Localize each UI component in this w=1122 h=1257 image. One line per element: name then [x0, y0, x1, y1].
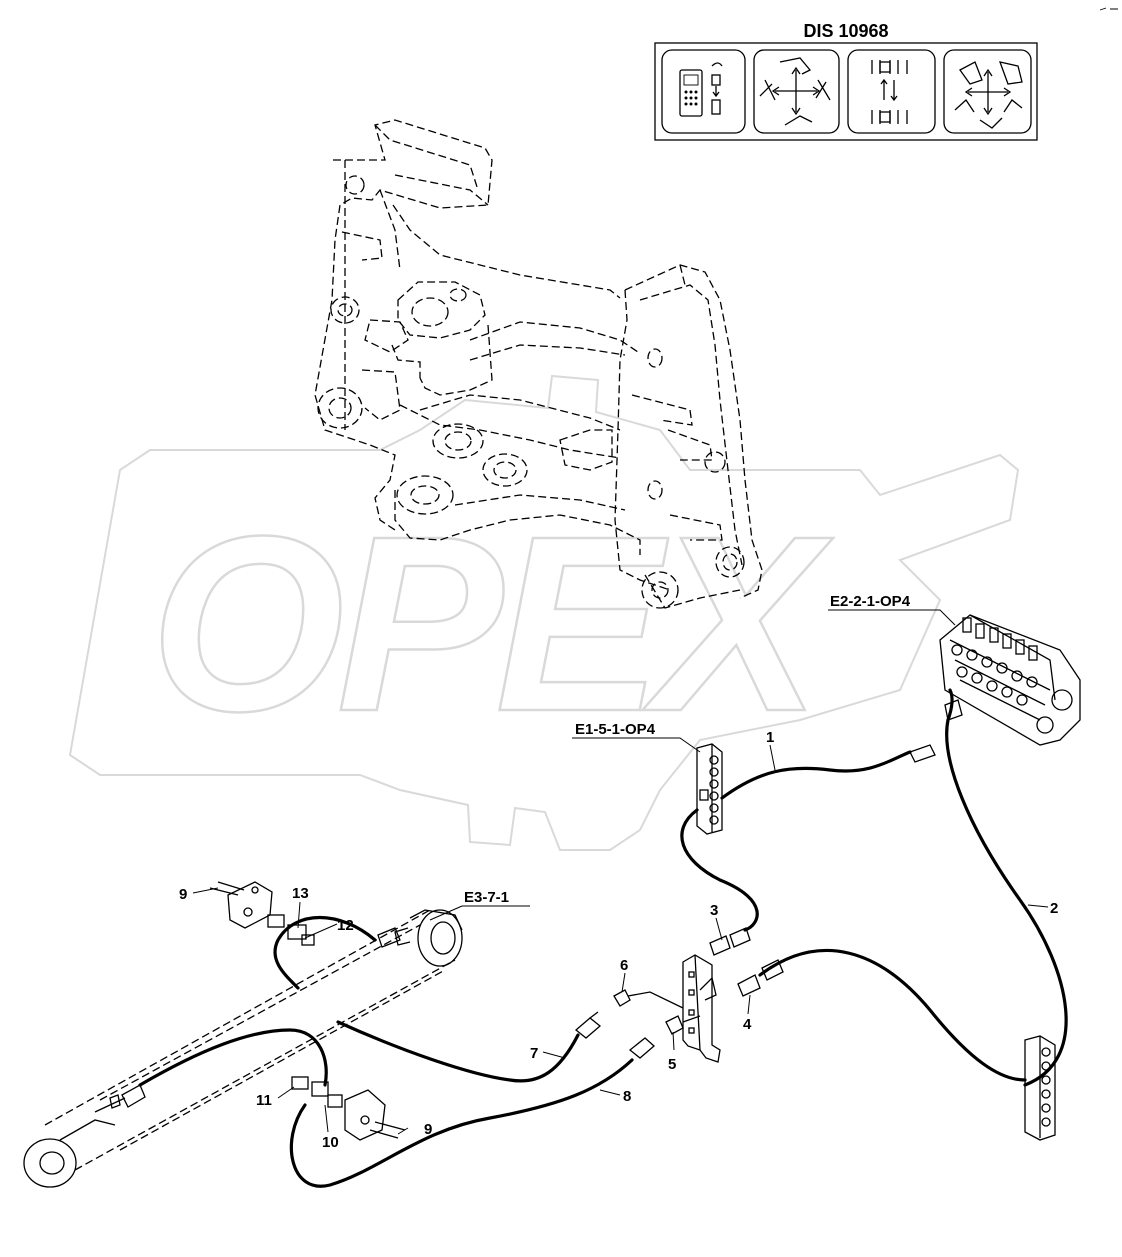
nut-6	[613, 989, 631, 1007]
hose-cylinder-head	[273, 915, 377, 990]
clamp-parts-lower	[291, 1076, 343, 1108]
ref-control-valve: E2-2-1-OP4	[830, 593, 911, 610]
cylinder-arrows-icon	[847, 49, 936, 134]
boom-movement-cross-icon	[753, 49, 840, 134]
fitting-3	[709, 927, 751, 956]
ref-coupling-block: E1-5-1-OP4	[575, 721, 656, 738]
hoses	[121, 688, 1068, 1188]
nut-5	[665, 1015, 684, 1035]
callout-11: 11	[256, 1092, 272, 1109]
callout-4: 4	[743, 1016, 752, 1033]
joystick-controller-icon	[661, 49, 746, 134]
bucket-movement-cross-icon	[943, 49, 1032, 134]
hydraulic-cylinder	[23, 909, 463, 1188]
fitting-4	[737, 974, 761, 997]
control-valve	[939, 614, 1081, 746]
hose-2	[945, 718, 1068, 1087]
ref-cylinder: E3-7-1	[464, 889, 509, 906]
callout-1: 1	[766, 729, 774, 746]
hose-1	[720, 750, 912, 800]
callout-7: 7	[530, 1045, 538, 1062]
watermark-text: OPEX	[150, 484, 834, 763]
callout-9-upper: 9	[179, 886, 187, 903]
watermark-gear-icon	[68, 374, 1020, 851]
loader-frame-phantom	[314, 119, 763, 609]
corner-mark	[1099, 7, 1118, 11]
clamp-plate-lower	[344, 1089, 406, 1141]
callout-5: 5	[668, 1056, 676, 1073]
leader-lines	[192, 609, 1049, 1135]
callout-8: 8	[623, 1088, 631, 1105]
mounting-bracket	[682, 954, 721, 1063]
hose-cylinder-rod	[138, 1028, 328, 1087]
coupling-block-upper	[696, 743, 723, 835]
callout-9-lower: 9	[424, 1121, 432, 1138]
callout-6: 6	[620, 957, 628, 974]
callout-13: 13	[292, 885, 309, 902]
pictogram-strip	[654, 42, 1038, 141]
hose-coupling-to-3	[680, 808, 759, 932]
callout-10: 10	[322, 1134, 339, 1151]
watermark-logo: OPEX	[68, 374, 1020, 851]
callout-2: 2	[1050, 900, 1058, 917]
decal-code-label: DIS 10968	[803, 21, 888, 41]
hose-7	[336, 1020, 580, 1083]
callout-3: 3	[710, 902, 718, 919]
hose-8	[289, 1058, 634, 1188]
clamp-plate-upper	[209, 881, 273, 929]
coupling-block-lower	[1024, 1035, 1056, 1141]
valve-spools	[951, 617, 1073, 734]
hose-4-to-block	[758, 949, 1027, 1082]
clamp-parts-upper	[267, 914, 315, 946]
callout-12: 12	[337, 917, 354, 934]
